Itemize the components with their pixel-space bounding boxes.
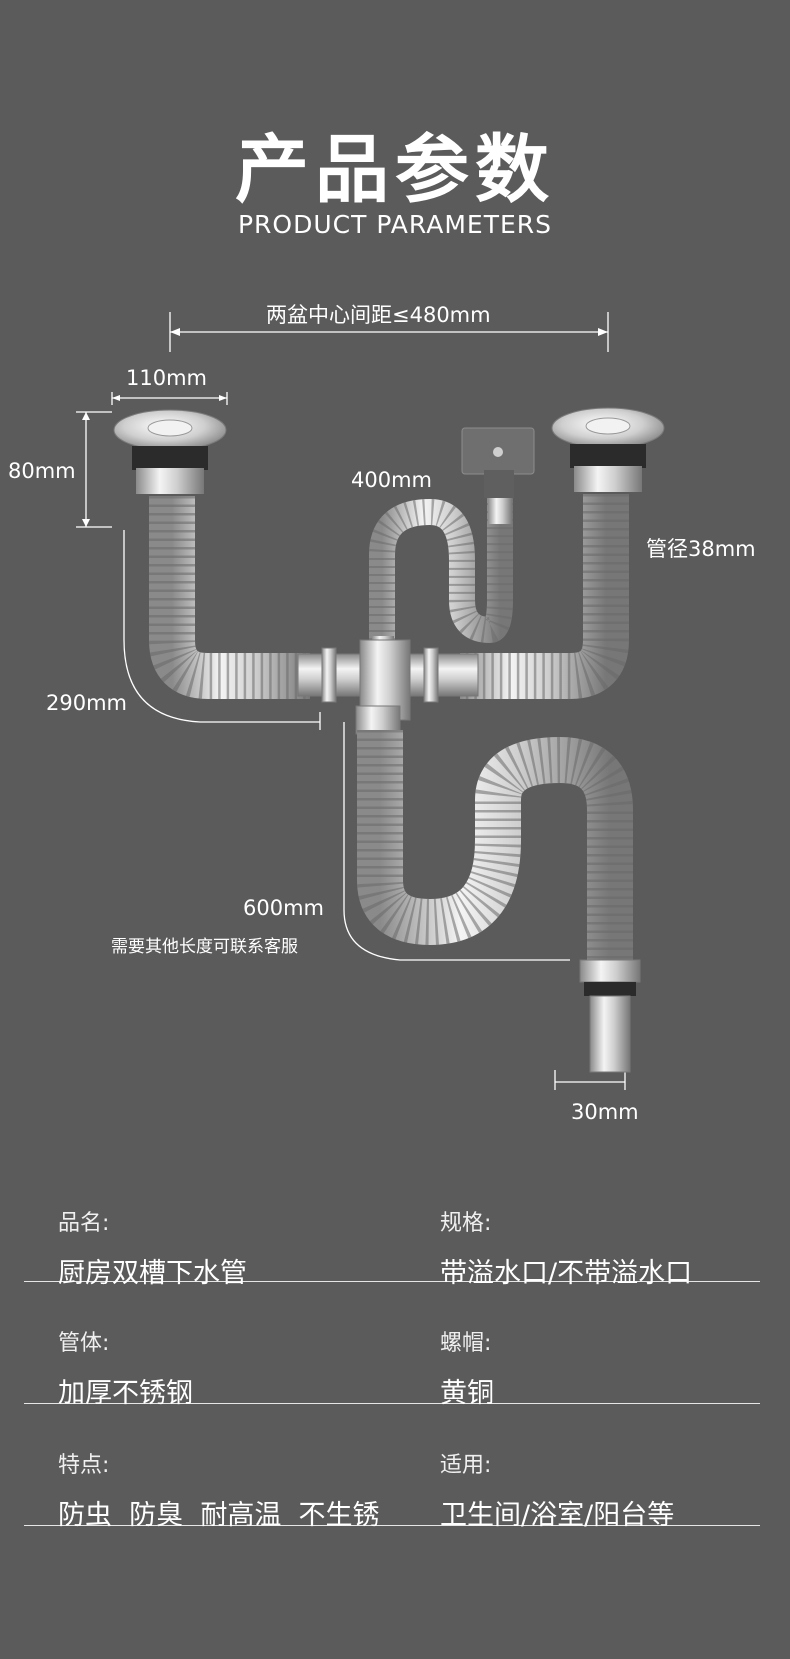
spec-features: 特点: 防虫 防臭 耐高温 不生锈 xyxy=(58,1453,380,1531)
left-strainer xyxy=(113,409,227,494)
branch-length-label: 290mm xyxy=(46,691,127,715)
strainer-height-label: 80mm xyxy=(8,459,76,483)
dimension-arrows xyxy=(82,328,608,527)
outlet-pipe xyxy=(579,959,641,1073)
outlet-diameter-label: 30mm xyxy=(571,1100,639,1124)
pipe-diameter-label: 管径38mm xyxy=(646,537,756,561)
center-distance-label: 两盆中心间距≤480mm xyxy=(266,303,491,327)
right-strainer xyxy=(551,407,665,492)
spec-row-1: 品名: 厨房双槽下水管 规格: 带溢水口/不带溢水口 xyxy=(24,1205,760,1289)
s-trap-pipe xyxy=(357,730,633,960)
overflow-hose-label: 400mm xyxy=(351,468,432,492)
page-title: 产品参数 xyxy=(235,127,555,213)
drain-pipe-diagram xyxy=(76,312,665,1090)
spec-body: 管体: 加厚不锈钢 xyxy=(58,1331,193,1409)
spec-name: 品名: 厨房双槽下水管 xyxy=(58,1211,247,1289)
spec-model: 规格: 带溢水口/不带溢水口 xyxy=(440,1211,693,1289)
custom-length-note: 需要其他长度可联系客服 xyxy=(111,937,298,957)
spec-nut: 螺帽: 黄铜 xyxy=(440,1331,494,1409)
left-branch-pipe xyxy=(149,496,310,699)
right-branch-pipe xyxy=(460,494,629,699)
strainer-width-label: 110mm xyxy=(126,366,207,390)
spec-row-2: 管体: 加厚不锈钢 螺帽: 黄铜 xyxy=(24,1325,760,1409)
drain-length-label: 600mm xyxy=(243,896,324,920)
overflow-hose xyxy=(369,427,535,656)
tee-connector xyxy=(297,639,479,735)
spec-usage: 适用: 卫生间/浴室/阳台等 xyxy=(440,1453,675,1531)
spec-row-3: 特点: 防虫 防臭 耐高温 不生锈 适用: 卫生间/浴室/阳台等 xyxy=(24,1447,760,1531)
dimension-lines xyxy=(76,312,626,1090)
page-subtitle: PRODUCT PARAMETERS xyxy=(237,210,553,239)
